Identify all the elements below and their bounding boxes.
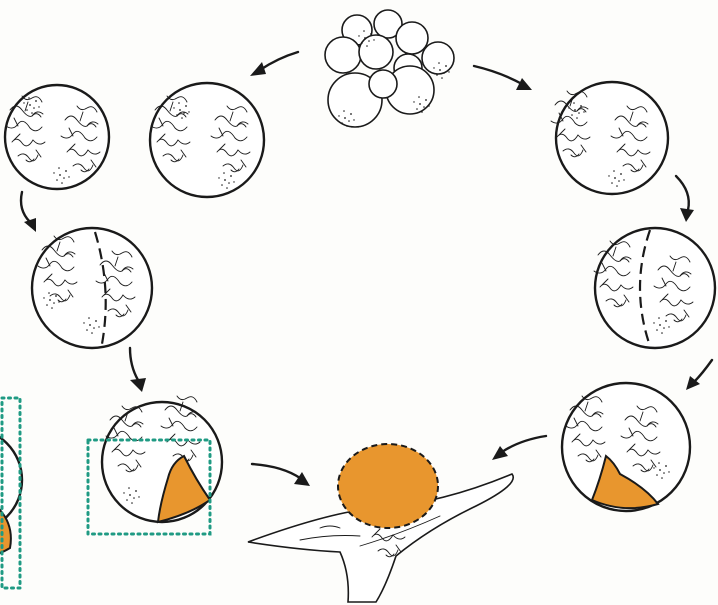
arrow-cluster-to-right bbox=[474, 66, 532, 90]
sphere-right-2 bbox=[594, 228, 715, 348]
arrow-left-top-down bbox=[21, 192, 36, 232]
arrow-to-bottom-center-left bbox=[252, 464, 310, 486]
cell-cluster bbox=[325, 10, 454, 127]
sphere-right-3 bbox=[562, 383, 690, 511]
orange-embryo bbox=[338, 444, 438, 528]
sphere-left-2 bbox=[150, 83, 264, 197]
arrow-right-top-down bbox=[676, 176, 694, 222]
developing-embryo-on-base bbox=[248, 444, 513, 602]
arrow-cluster-to-left bbox=[250, 52, 298, 76]
arrow-right-mid-down bbox=[686, 360, 712, 390]
sphere-left-3 bbox=[32, 228, 152, 348]
sphere-left-4 bbox=[102, 396, 222, 522]
sphere-left-1 bbox=[5, 85, 109, 189]
arrow-to-bottom-center-right bbox=[492, 436, 546, 460]
sphere-right-1 bbox=[551, 82, 668, 194]
arrow-left-mid-down bbox=[130, 348, 146, 392]
